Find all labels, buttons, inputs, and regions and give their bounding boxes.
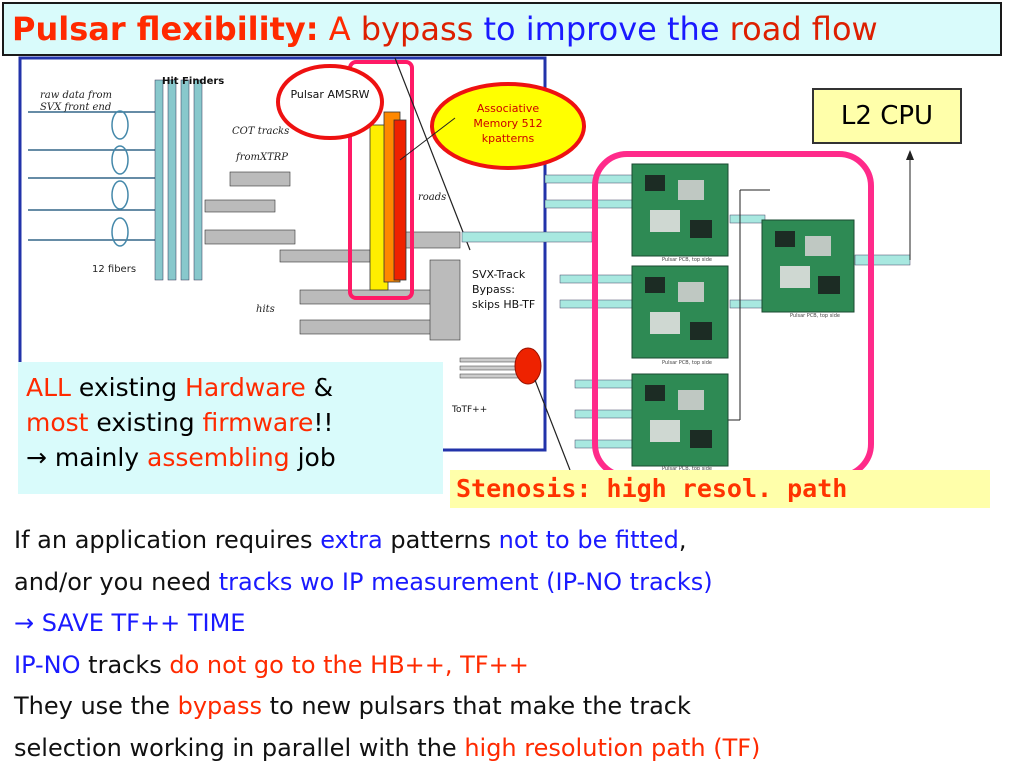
- pulsar-amsrw-label: Pulsar AMSRW: [290, 88, 369, 101]
- title-part-1: A: [319, 10, 361, 48]
- cot-tracks-label-1: COT tracks: [232, 126, 289, 137]
- fiber-lines: [28, 112, 155, 240]
- am-label-2: Memory 512: [473, 117, 542, 130]
- callout-most: most: [26, 408, 88, 437]
- am-label-1: Associative: [477, 102, 539, 115]
- am-label-3: kpatterns: [482, 132, 535, 145]
- body-1a: If an application requires: [14, 526, 320, 554]
- raw-data-label-2: SVX front end: [40, 102, 111, 113]
- board-caption-1: Pulsar PCB, top side: [662, 257, 712, 263]
- body-4c: do not go to the HB++, TF++: [169, 651, 528, 679]
- title-part-3: to improve the: [473, 10, 729, 48]
- callout-line-3: → mainly assembling job: [26, 440, 435, 475]
- board-caption-2: Pulsar PCB, top side: [662, 360, 712, 366]
- hits-label: hits: [256, 304, 275, 315]
- pulsar-board-2: [632, 266, 728, 358]
- callout-assembling: assembling: [147, 443, 290, 472]
- pulsar-board-1: [632, 164, 728, 256]
- body-5a: They use the: [14, 692, 178, 720]
- raw-data-label-1: raw data from: [40, 90, 112, 101]
- title-part-2: bypass: [361, 10, 474, 48]
- title-bold: Pulsar flexibility: [12, 10, 306, 48]
- body-line-3: → SAVE TF++ TIME: [14, 603, 1019, 645]
- body-1b: extra: [320, 526, 383, 554]
- body-1e: ,: [679, 526, 687, 554]
- body-6a: selection working in parallel with the: [14, 734, 464, 762]
- pulsar-board-red: [394, 120, 406, 280]
- pulsar-amsrw-oval: [278, 66, 382, 138]
- l2-cpu-box: L2 CPU: [812, 88, 962, 144]
- body-text: If an application requires extra pattern…: [14, 520, 1019, 769]
- body-line-1: If an application requires extra pattern…: [14, 520, 1019, 562]
- callout-job: job: [290, 443, 336, 472]
- hit-finders-label: Hit Finders: [162, 76, 224, 87]
- roads-label: roads: [418, 192, 446, 203]
- title-colon: :: [306, 10, 319, 48]
- body-1c: patterns: [383, 526, 499, 554]
- hardware-callout: ALL existing Hardware & most existing fi…: [18, 362, 443, 494]
- callout-existing-1: existing: [71, 373, 185, 402]
- callout-line-1: ALL existing Hardware &: [26, 370, 435, 405]
- body-5c: to new pulsars that make the track: [262, 692, 691, 720]
- svx-bypass-label-2: Bypass:: [472, 283, 515, 296]
- callout-exclaim: !!: [313, 408, 333, 437]
- bypass-cable: [462, 232, 592, 242]
- body-line-5: They use the bypass to new pulsars that …: [14, 686, 1019, 728]
- body-2b: tracks wo IP measurement (IP-NO tracks): [219, 568, 713, 596]
- fibers-label: 12 fibers: [92, 264, 136, 275]
- cot-tracks-label-2: fromXTRP: [235, 152, 288, 163]
- callout-existing-2: existing: [88, 408, 202, 437]
- totf-cables: [460, 358, 520, 378]
- pulsar-board-3: [632, 374, 728, 466]
- stenosis-label: Stenosis: high resol. path: [450, 470, 990, 508]
- title-part-4: road flow: [730, 10, 878, 48]
- callout-mainly: → mainly: [26, 443, 147, 472]
- callout-hardware: Hardware: [185, 373, 306, 402]
- callout-amp: &: [306, 373, 333, 402]
- slide-title: Pulsar flexibility: A bypass to improve …: [2, 2, 1002, 56]
- callout-line-2: most existing firmware!!: [26, 405, 435, 440]
- totf-label: ToTF++: [451, 405, 487, 415]
- arrow-to-l2cpu: [906, 150, 914, 160]
- totf-oval: [515, 348, 541, 384]
- body-4a: IP-NO: [14, 651, 81, 679]
- body-5b: bypass: [178, 692, 262, 720]
- body-line-4: IP-NO tracks do not go to the HB++, TF++: [14, 645, 1019, 687]
- body-4b: tracks: [81, 651, 170, 679]
- stenosis-pointer: [535, 380, 570, 470]
- hit-finder-columns: [155, 80, 202, 280]
- svx-bypass-label-3: skips HB-TF: [472, 298, 535, 311]
- pulsar-board-4: [762, 220, 854, 312]
- board-caption-4: Pulsar PCB, top side: [790, 313, 840, 319]
- body-1d: not to be fitted: [499, 526, 679, 554]
- callout-firmware: firmware: [203, 408, 314, 437]
- body-line-2: and/or you need tracks wo IP measurement…: [14, 562, 1019, 604]
- body-line-6: selection working in parallel with the h…: [14, 728, 1019, 769]
- body-6b: high resolution path (TF): [464, 734, 760, 762]
- callout-all: ALL: [26, 373, 71, 402]
- body-2a: and/or you need: [14, 568, 219, 596]
- svx-bypass-label-1: SVX-Track: [472, 268, 526, 281]
